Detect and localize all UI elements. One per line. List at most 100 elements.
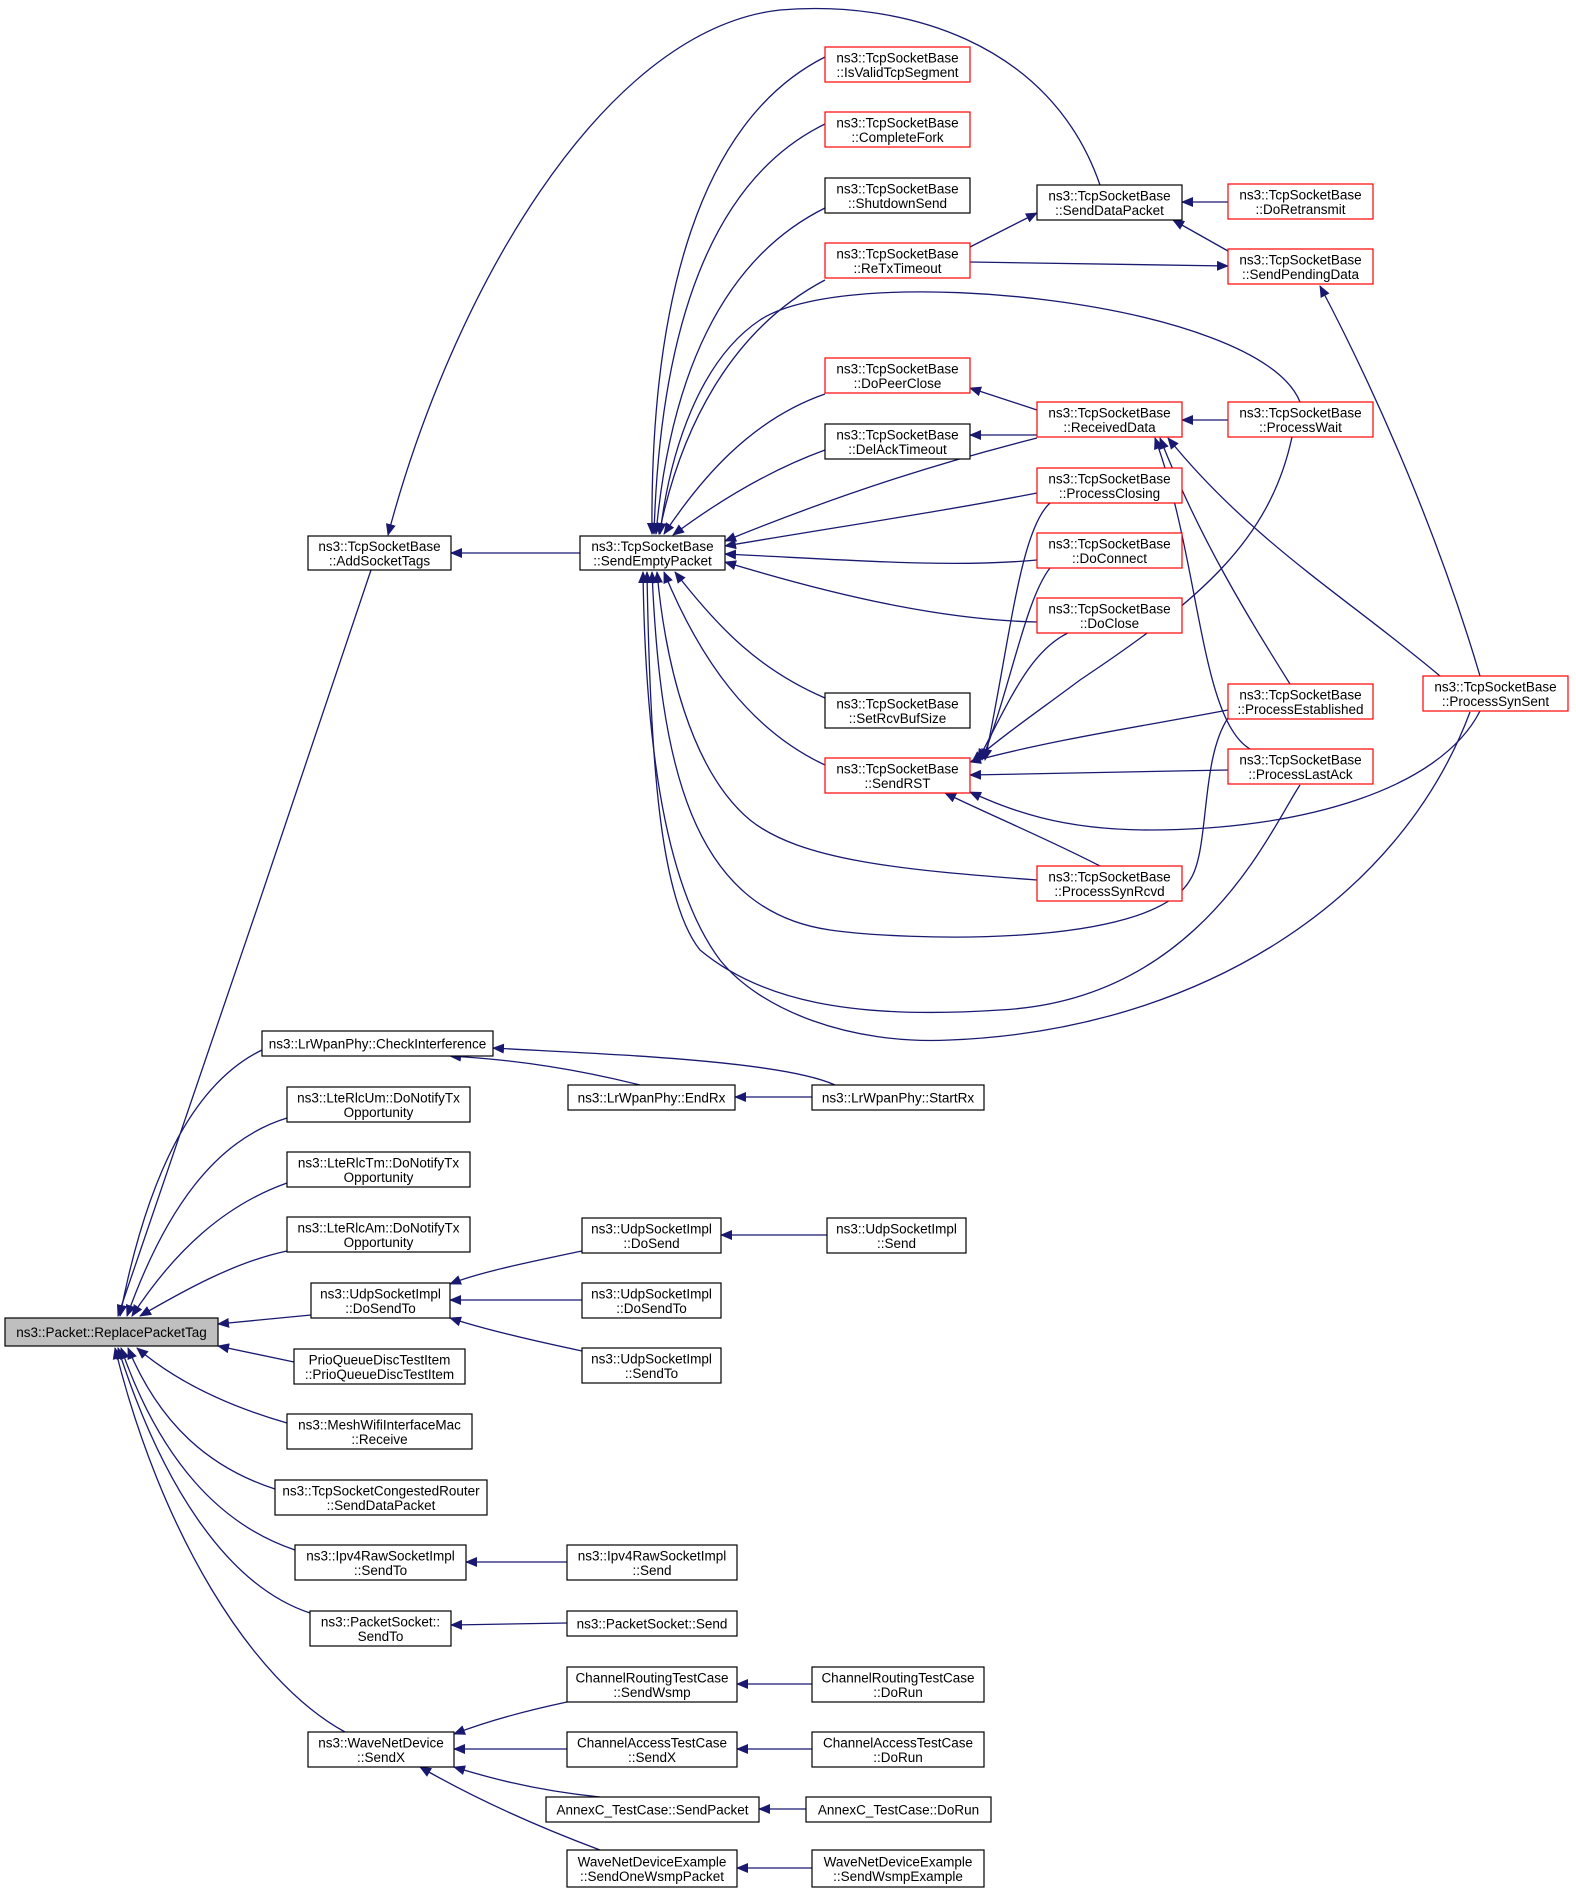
node-label-line: ::DoRetransmit — [1255, 202, 1345, 217]
node-box — [286, 1413, 473, 1450]
node-start-rx[interactable]: ns3::LrWpanPhy::StartRx — [811, 1084, 985, 1111]
node-label-line: ns3::TcpSocketBase — [1239, 252, 1361, 267]
node-label-line: ns3::TcpSocketBase — [836, 246, 958, 261]
node-label-line: ns3::TcpSocketBase — [1048, 405, 1170, 420]
node-label-line: ns3::Ipv4RawSocketImpl — [306, 1548, 455, 1563]
node-udp-do-send[interactable]: ns3::UdpSocketImpl::DoSend — [581, 1217, 722, 1254]
edge-complete_fork-to-send_empty_packet — [649, 123, 826, 535]
node-process-closing[interactable]: ns3::TcpSocketBase::ProcessClosing — [1036, 467, 1183, 504]
node-box — [824, 177, 971, 214]
node-box — [274, 1479, 488, 1516]
node-udp-do-send-to[interactable]: ns3::UdpSocketImpl::DoSendTo — [310, 1282, 451, 1319]
edge-annexc_send_packet-to-wave_send_x — [453, 1765, 601, 1798]
node-send-empty-packet[interactable]: ns3::TcpSocketBase::SendEmptyPacket — [579, 535, 726, 571]
node-packet-socket-send[interactable]: ns3::PacketSocket::Send — [566, 1610, 738, 1637]
node-label-line: ::DoClose — [1080, 616, 1139, 631]
node-annexc-do-run[interactable]: AnnexC_TestCase::DoRun — [805, 1796, 992, 1823]
node-label-line: ::DoSend — [623, 1236, 679, 1251]
edge-rlc_tm-to-replace_packet_tag — [131, 1182, 288, 1317]
node-label-line: ::AddSocketTags — [329, 553, 431, 568]
node-process-syn-sent[interactable]: ns3::TcpSocketBase::ProcessSynSent — [1422, 675, 1569, 712]
node-re-tx-timeout[interactable]: ns3::TcpSocketBase::ReTxTimeout — [824, 242, 971, 279]
edge-is_valid_tcp_segment-to-send_empty_packet — [646, 56, 826, 535]
edge-re_tx_timeout-to-send_pending_data — [969, 260, 1229, 271]
node-access-do-run[interactable]: ChannelAccessTestCase::DoRun — [811, 1731, 985, 1768]
node-process-wait[interactable]: ns3::TcpSocketBase::ProcessWait — [1227, 401, 1374, 438]
node-process-syn-rcvd[interactable]: ns3::TcpSocketBase::ProcessSynRcvd — [1036, 865, 1183, 902]
node-box — [1036, 467, 1183, 504]
edge-received_data-to-do_peer_close — [969, 386, 1038, 411]
node-packet-socket-send-to[interactable]: ns3::PacketSocket::SendTo — [309, 1610, 452, 1647]
node-label-line: Opportunity — [344, 1105, 414, 1120]
node-send-rst[interactable]: ns3::TcpSocketBase::SendRST — [824, 757, 971, 794]
node-end-rx[interactable]: ns3::LrWpanPhy::EndRx — [567, 1084, 736, 1111]
node-label-line: ns3::TcpSocketBase — [318, 539, 440, 554]
edge-wave_send_one-to-wave_send_x — [419, 1766, 601, 1851]
node-received-data[interactable]: ns3::TcpSocketBase::ReceivedData — [1036, 401, 1183, 438]
node-box — [566, 1731, 738, 1768]
node-routing-do-run[interactable]: ChannelRoutingTestCase::DoRun — [811, 1666, 985, 1703]
edge-del_ack_timeout-to-send_empty_packet — [672, 449, 826, 536]
node-label-line: SendTo — [358, 1629, 404, 1644]
node-box — [286, 1216, 471, 1253]
node-label-line: Opportunity — [344, 1170, 414, 1185]
node-label-line: AnnexC_TestCase::SendPacket — [556, 1803, 748, 1818]
node-label-line: ns3::TcpSocketBase — [1048, 601, 1170, 616]
node-box — [286, 1151, 471, 1188]
node-send-pending-data[interactable]: ns3::TcpSocketBase::SendPendingData — [1227, 248, 1374, 285]
node-box — [1422, 675, 1569, 712]
node-send-data-packet[interactable]: ns3::TcpSocketBase::SendDataPacket — [1036, 184, 1183, 221]
edge-add_socket_tags-to-replace_packet_tag — [116, 569, 372, 1317]
node-box — [824, 692, 971, 729]
node-routing-send-wsmp[interactable]: ChannelRoutingTestCase::SendWsmp — [566, 1666, 738, 1703]
node-do-retransmit[interactable]: ns3::TcpSocketBase::DoRetransmit — [1227, 183, 1374, 220]
node-udp-send-to[interactable]: ns3::UdpSocketImpl::SendTo — [581, 1347, 722, 1384]
node-box — [824, 357, 971, 394]
node-box — [4, 1317, 219, 1347]
node-udp-do-send-to-2[interactable]: ns3::UdpSocketImpl::DoSendTo — [581, 1282, 722, 1319]
node-label-line: ::DoSendTo — [345, 1301, 416, 1316]
node-shutdown-send[interactable]: ns3::TcpSocketBase::ShutdownSend — [824, 177, 971, 214]
node-mesh-receive[interactable]: ns3::MeshWifiInterfaceMac::Receive — [286, 1413, 473, 1450]
node-box — [307, 535, 452, 571]
node-label-line: ns3::TcpSocketBase — [1239, 687, 1361, 702]
node-do-connect[interactable]: ns3::TcpSocketBase::DoConnect — [1036, 532, 1183, 569]
node-do-close[interactable]: ns3::TcpSocketBase::DoClose — [1036, 597, 1183, 634]
node-label-line: ::IsValidTcpSegment — [836, 65, 958, 80]
node-label-line: ChannelRoutingTestCase — [575, 1670, 728, 1685]
node-set-rcv-buf-size[interactable]: ns3::TcpSocketBase::SetRcvBufSize — [824, 692, 971, 729]
node-wave-send-one[interactable]: WaveNetDeviceExample::SendOneWsmpPacket — [566, 1849, 738, 1888]
node-process-last-ack[interactable]: ns3::TcpSocketBase::ProcessLastAck — [1227, 748, 1374, 785]
edge-set_rcv_buf_size-to-send_empty_packet — [674, 571, 826, 699]
nodes-layer: ns3::Packet::ReplacePacketTagns3::TcpSoc… — [4, 46, 1569, 1888]
node-del-ack-timeout[interactable]: ns3::TcpSocketBase::DelAckTimeout — [824, 423, 971, 460]
node-box — [310, 1282, 451, 1319]
node-check-interference[interactable]: ns3::LrWpanPhy::CheckInterference — [261, 1030, 494, 1057]
node-replace-packet-tag[interactable]: ns3::Packet::ReplacePacketTag — [4, 1317, 219, 1347]
node-process-established[interactable]: ns3::TcpSocketBase::ProcessEstablished — [1227, 683, 1374, 720]
node-label-line: ns3::TcpSocketBase — [1239, 405, 1361, 420]
node-label-line: ::SendOneWsmpPacket — [580, 1869, 724, 1884]
node-ipv4-send[interactable]: ns3::Ipv4RawSocketImpl::Send — [566, 1544, 738, 1581]
edge-do_peer_close-to-send_empty_packet — [663, 393, 826, 535]
node-annexc-send-packet[interactable]: AnnexC_TestCase::SendPacket — [545, 1796, 760, 1823]
node-congested-router[interactable]: ns3::TcpSocketCongestedRouter::SendDataP… — [274, 1479, 488, 1516]
node-box — [811, 1849, 985, 1888]
node-add-socket-tags[interactable]: ns3::TcpSocketBase::AddSocketTags — [307, 535, 452, 571]
node-do-peer-close[interactable]: ns3::TcpSocketBase::DoPeerClose — [824, 357, 971, 394]
node-wave-send-x[interactable]: ns3::WaveNetDevice::SendX — [307, 1731, 455, 1768]
node-ipv4-send-to[interactable]: ns3::Ipv4RawSocketImpl::SendTo — [294, 1544, 467, 1581]
node-label-line: ::CompleteFork — [851, 130, 944, 145]
node-udp-send[interactable]: ns3::UdpSocketImpl::Send — [826, 1217, 967, 1254]
node-complete-fork[interactable]: ns3::TcpSocketBase::CompleteFork — [824, 111, 971, 148]
node-box — [824, 46, 971, 83]
node-prio-queue[interactable]: PrioQueueDiscTestItem::PrioQueueDiscTest… — [293, 1348, 466, 1385]
node-access-send-x[interactable]: ChannelAccessTestCase::SendX — [566, 1731, 738, 1768]
node-is-valid-tcp-segment[interactable]: ns3::TcpSocketBase::IsValidTcpSegment — [824, 46, 971, 83]
node-box — [1036, 532, 1183, 569]
node-label-line: ::SetRcvBufSize — [849, 711, 947, 726]
node-wave-send-example[interactable]: WaveNetDeviceExample::SendWsmpExample — [811, 1849, 985, 1888]
